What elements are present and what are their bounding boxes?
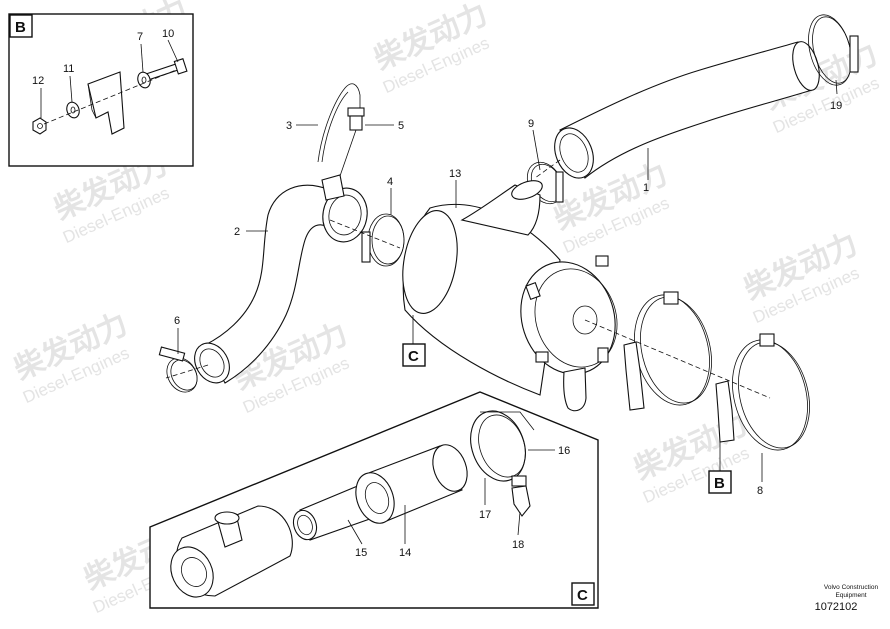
part-label-14: 14 bbox=[399, 547, 411, 559]
cover-ring bbox=[470, 410, 535, 487]
filter-housing bbox=[170, 505, 293, 598]
elbow-hose bbox=[194, 174, 368, 384]
detail-c-inset: C bbox=[149, 391, 599, 609]
main-filter-element bbox=[355, 444, 468, 524]
dust-valve bbox=[511, 485, 531, 517]
washer bbox=[66, 101, 80, 119]
detail-b-inset: B 12 11 7 10 bbox=[8, 13, 194, 167]
detail-c-inset-label: C bbox=[571, 582, 595, 606]
watermark: 柴发动力 Diesel-Engines bbox=[369, 0, 492, 97]
detail-b-inset-label: B bbox=[9, 14, 33, 38]
part-label-7: 7 bbox=[137, 31, 143, 43]
part-label-1: 1 bbox=[643, 182, 649, 194]
svg-text:B: B bbox=[714, 475, 725, 492]
svg-text:C: C bbox=[408, 348, 419, 365]
part-label-10: 10 bbox=[162, 28, 174, 40]
part-label-18: 18 bbox=[512, 539, 524, 551]
drawing-caption: Volvo Construction Equipment 1072102 bbox=[815, 584, 879, 613]
nut bbox=[32, 117, 47, 135]
pressure-sensor bbox=[317, 83, 365, 177]
mounting-band bbox=[715, 333, 810, 451]
detail-c-callout: C bbox=[402, 315, 426, 367]
part-label-5: 5 bbox=[398, 120, 404, 132]
part-label-8: 8 bbox=[757, 485, 763, 497]
svg-text:C: C bbox=[577, 587, 588, 604]
part-labels: 1 19 9 2 3 5 4 13 6 8 bbox=[174, 79, 842, 497]
caption-division: Equipment bbox=[835, 592, 866, 599]
hose-clamp bbox=[158, 346, 198, 393]
part-label-4: 4 bbox=[387, 176, 393, 188]
watermark: 柴发动力 Diesel-Engines bbox=[9, 307, 132, 407]
part-label-12: 12 bbox=[32, 75, 44, 87]
part-label-9: 9 bbox=[528, 118, 534, 130]
part-label-16: 16 bbox=[558, 445, 570, 457]
hose-clamp bbox=[361, 213, 405, 267]
drawing-number: 1072102 bbox=[815, 601, 858, 613]
watermark: 柴发动力 Diesel-Engines bbox=[739, 227, 862, 327]
washer bbox=[137, 71, 151, 89]
part-label-11: 11 bbox=[63, 63, 74, 75]
part-label-17: 17 bbox=[479, 509, 491, 521]
detail-b-callout: B bbox=[708, 442, 732, 494]
part-label-6: 6 bbox=[174, 315, 180, 327]
part-label-15: 15 bbox=[355, 547, 367, 559]
caption-company: Volvo Construction bbox=[824, 584, 879, 591]
hose-clamp bbox=[808, 14, 859, 86]
part-label-2: 2 bbox=[234, 226, 240, 238]
intake-hose bbox=[554, 41, 820, 179]
watermark: 柴发动力 Diesel-Engines bbox=[629, 407, 752, 507]
air-cleaner-housing bbox=[402, 180, 618, 412]
svg-text:B: B bbox=[15, 19, 26, 36]
mounting-band bbox=[623, 291, 712, 411]
part-label-13: 13 bbox=[449, 168, 461, 180]
part-label-3: 3 bbox=[286, 120, 292, 132]
part-label-19: 19 bbox=[830, 100, 842, 112]
